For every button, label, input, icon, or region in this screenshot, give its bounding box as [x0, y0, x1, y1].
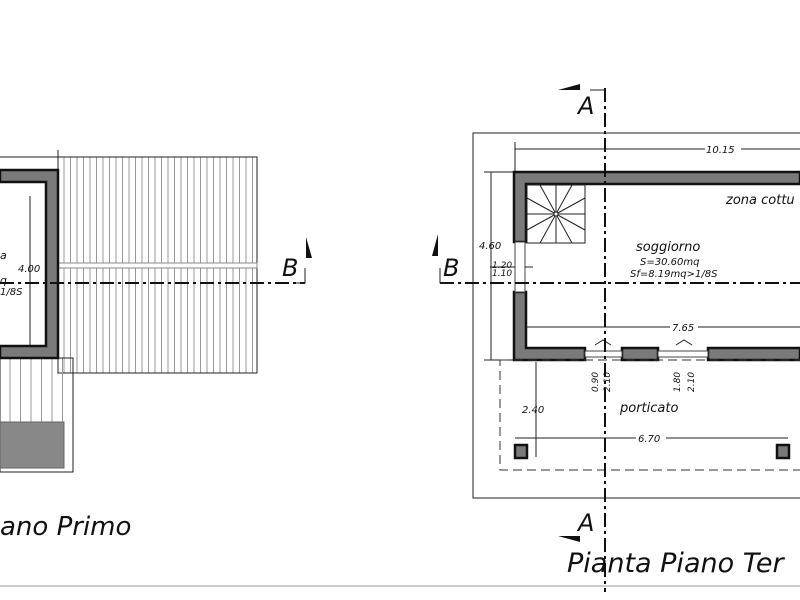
balcony-hatch [9, 358, 63, 422]
section-label-a: A [576, 509, 594, 537]
plan-title: Pianta Piano Ter [567, 548, 785, 579]
west-south-wall [512, 290, 587, 362]
room-label-porch: porticato [619, 401, 678, 416]
dimension-label: 10.15 [706, 145, 735, 156]
dimension-label: 2.10 [603, 372, 613, 392]
dimension-label: 0.90 [591, 372, 601, 392]
room-area: S=30.60mq [640, 257, 699, 268]
window [514, 241, 526, 293]
window-ratio-fragment: 1/8S [0, 287, 23, 298]
dimension-label: 1.20 [492, 261, 512, 271]
section-label-b: B [443, 254, 459, 282]
hatch-line [555, 213, 586, 231]
section-arrow-icon [558, 536, 580, 542]
south-wall [706, 346, 800, 362]
door-arrow-icon [675, 339, 693, 346]
porch-column [513, 443, 529, 460]
window-area-ratio: Sf=8.19mq>1/8S [630, 269, 718, 280]
label-bg [705, 141, 741, 155]
site-outline [472, 132, 800, 499]
hatch-line [539, 213, 557, 244]
room-label-living: soggiorno [636, 240, 700, 255]
dimension-label: 7.65 [672, 323, 694, 334]
dimension-label: 6.70 [638, 434, 660, 445]
plan-title: ano Primo [0, 512, 131, 542]
dimension-label: 4.60 [479, 241, 501, 252]
roof-hatch [63, 157, 253, 373]
room-label-fragment: a [0, 249, 7, 262]
label-bg [670, 319, 698, 333]
roof-ridge [57, 262, 258, 269]
section-marker [439, 268, 450, 284]
hatch-line [555, 184, 573, 215]
north-wall [512, 170, 800, 244]
dimension-label: 2.10 [687, 372, 697, 392]
section-arrow-icon [306, 237, 312, 258]
room-area-fragment: q [0, 274, 7, 287]
section-label-a: A [576, 92, 594, 120]
hatch-line [555, 213, 573, 244]
hatch-line [539, 184, 557, 215]
door-opening [657, 350, 709, 358]
section-marker [295, 268, 306, 284]
porch-column [775, 443, 791, 460]
door-opening [584, 350, 623, 358]
balcony-slab [0, 421, 65, 469]
hatch-line [526, 197, 557, 215]
dimension-label: 2.40 [522, 405, 544, 416]
label-bg [636, 431, 666, 445]
room-label-kitchen: zona cottu [725, 193, 795, 208]
section-label-b: B [282, 254, 298, 282]
dimension-label: 1.80 [673, 372, 683, 392]
wall-pier [620, 346, 660, 362]
exterior-wall [0, 168, 60, 360]
right-plan: 10.15 4.60 1.20 1.10 zona cottu soggiorn… [432, 84, 800, 592]
dimension-label: 4.00 [18, 264, 40, 275]
section-arrow-icon [558, 84, 580, 90]
dimension-label: 1.10 [492, 269, 512, 279]
section-arrow-icon [432, 234, 438, 256]
left-plan: 4.00 a q 1/8S B ano Primo [0, 150, 312, 542]
door-arrow-icon [594, 339, 612, 346]
spiral-stair [526, 184, 586, 244]
hatch-line [555, 197, 586, 215]
porch-outline [499, 359, 800, 471]
hatch-line [526, 213, 557, 231]
